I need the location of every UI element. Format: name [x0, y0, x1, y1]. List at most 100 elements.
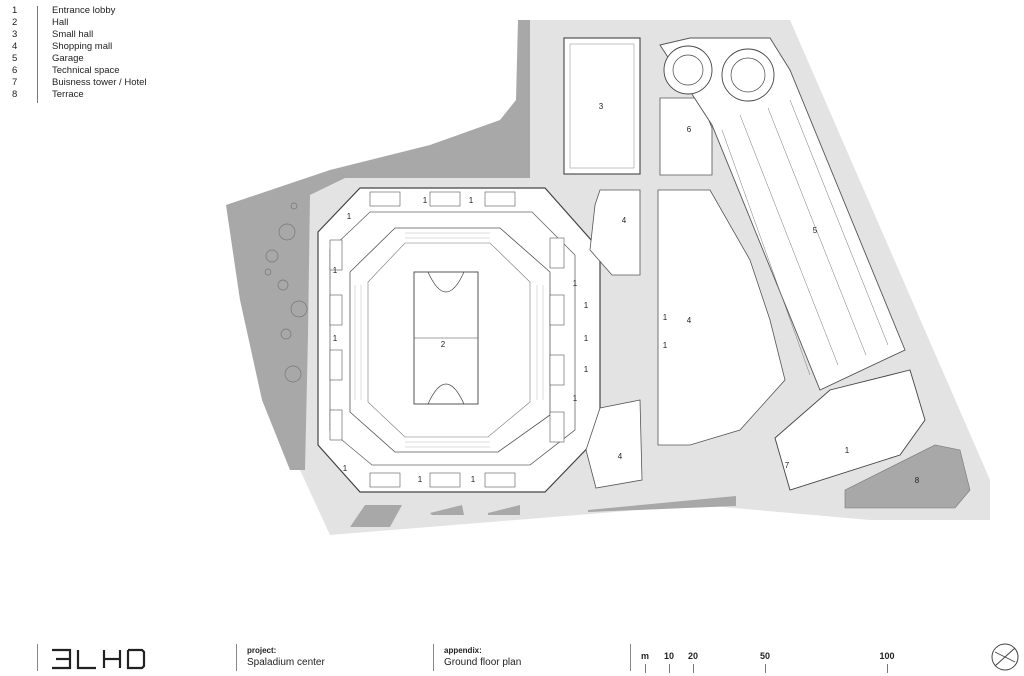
paving-strip [350, 505, 402, 527]
small-hall [563, 37, 641, 175]
tree [277, 279, 289, 291]
shopping-mall-north [589, 189, 641, 276]
legend-number: 7 [12, 77, 18, 88]
legend-number: 2 [12, 17, 18, 28]
project-label: project: [247, 646, 277, 655]
scale-tick [669, 664, 670, 673]
divider [433, 644, 434, 671]
room-number: 1 [584, 365, 589, 374]
legend-number: 6 [12, 65, 18, 76]
scale-tick [887, 664, 888, 673]
legend-item: 4 Shopping mall [10, 41, 180, 53]
scale-tick [765, 664, 766, 673]
legend-divider [37, 6, 38, 103]
legend-number: 8 [12, 89, 18, 100]
scale-unit: m [640, 651, 649, 661]
room-number: 1 [471, 475, 476, 484]
parking-row [739, 114, 839, 366]
court-goal-area-top [427, 271, 465, 293]
legend-label: Entrance lobby [52, 5, 116, 16]
legend-label: Hall [52, 17, 69, 28]
divider [236, 644, 237, 671]
room-number: 8 [915, 476, 920, 485]
shopping-mall-main [657, 189, 786, 446]
parking-rows [721, 99, 889, 376]
garage-ramp-inner [672, 54, 704, 86]
seating-rows [354, 232, 544, 448]
room-number: 1 [573, 279, 578, 288]
room-number: 1 [469, 196, 474, 205]
room-number: 3 [599, 102, 604, 111]
paving-strip [588, 496, 736, 512]
small-hall-inner [569, 43, 635, 169]
paving-strip [488, 505, 520, 515]
plan-legend: 1 Entrance lobby 2 Hall 3 Small hall 4 Shopp… [10, 5, 180, 101]
park-trees [264, 202, 308, 383]
scale-tick [645, 664, 646, 673]
tree [290, 202, 298, 210]
room-number: 6 [687, 125, 692, 134]
arena-stair-cores [329, 191, 565, 488]
park-area [226, 20, 530, 470]
scale-label: 20 [687, 651, 698, 661]
stair-core [549, 354, 565, 386]
room-number: 1 [584, 334, 589, 343]
legend-number: 5 [12, 53, 18, 64]
title-block: project: Spaladium center appendix: Grou… [0, 636, 1024, 676]
shopping-mall-south [585, 399, 643, 489]
scale-label: 100 [879, 651, 895, 661]
room-number: 1 [333, 334, 338, 343]
stair-core [329, 349, 343, 381]
tree [264, 268, 272, 276]
stair-core [369, 472, 401, 488]
room-number: 4 [622, 216, 627, 225]
tree [265, 249, 279, 263]
legend-number: 1 [12, 5, 18, 16]
room-number: 5 [813, 226, 818, 235]
stair-core [329, 239, 343, 271]
tree [284, 365, 302, 383]
stair-core [329, 409, 343, 441]
room-number: 2 [441, 340, 446, 349]
project-name: Spaladium center [247, 657, 325, 668]
room-number: 1 [584, 301, 589, 310]
court-goal-area-bottom [427, 383, 465, 405]
appendix-label: appendix: [444, 646, 482, 655]
scale-label: 10 [663, 651, 674, 661]
room-number: 1 [573, 394, 578, 403]
arena-building [317, 187, 601, 493]
stair-core [549, 294, 565, 326]
room-number: 1 [343, 464, 348, 473]
legend-item: 2 Hall [10, 17, 180, 29]
company-logo [52, 648, 146, 670]
tree [290, 300, 308, 318]
business-tower [774, 369, 926, 491]
appendix-name: Ground floor plan [444, 657, 522, 668]
legend-number: 3 [12, 29, 18, 40]
legend-label: Small hall [52, 29, 94, 40]
north-arrow-icon [991, 643, 1019, 671]
divider [630, 644, 631, 671]
room-number: 7 [785, 461, 790, 470]
room-number: 1 [347, 212, 352, 221]
stair-core [484, 472, 516, 488]
stair-core [429, 472, 461, 488]
paving-strip [430, 505, 464, 515]
parking-row [767, 107, 867, 356]
room-number: 1 [418, 475, 423, 484]
legend-label: Shopping mall [52, 41, 113, 52]
legend-number: 4 [12, 41, 18, 52]
tree [278, 223, 296, 241]
room-number: 1 [663, 313, 668, 322]
tree [280, 328, 292, 340]
room-number: 1 [663, 341, 668, 350]
technical-space [659, 97, 713, 176]
stair-core [429, 191, 461, 207]
room-number: 1 [333, 266, 338, 275]
parking-row [721, 129, 811, 376]
